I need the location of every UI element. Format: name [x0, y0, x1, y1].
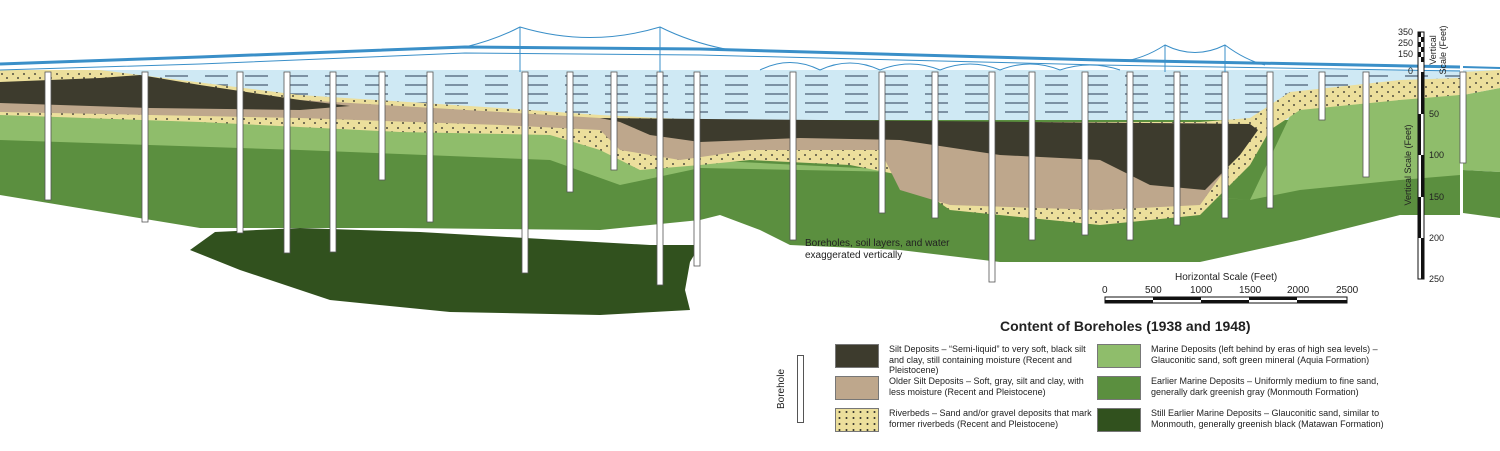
- vertical-scale-title: Vertical Scale (Feet): [1403, 124, 1413, 206]
- right-segment-sand: [1463, 70, 1500, 95]
- borehole: [566, 71, 574, 193]
- still-earlier-marine-swatch: [1097, 408, 1141, 432]
- bridge: [0, 26, 1500, 72]
- h-tick: 0: [1102, 285, 1108, 296]
- h-tick: 2000: [1287, 285, 1310, 296]
- vertical-scale-upper-title: Vertical Scale (Feet): [1428, 25, 1448, 75]
- borehole: [1081, 71, 1089, 236]
- borehole: [1266, 71, 1274, 209]
- borehole: [789, 71, 797, 241]
- right-segment-earlier-marine: [1463, 170, 1500, 218]
- legend-label: Still Earlier Marine Deposits – Glauconi…: [1151, 408, 1384, 429]
- h-tick: 500: [1145, 285, 1162, 296]
- legend-item-silt: Silt Deposits – “Semi-liquid” to very so…: [835, 344, 1094, 376]
- v-tick: 150: [1398, 49, 1414, 59]
- h-tick: 2500: [1336, 285, 1359, 296]
- v-tick: 0: [1408, 66, 1414, 76]
- v-tick: 250: [1429, 274, 1445, 284]
- still-earlier-marine-layer: [190, 228, 700, 315]
- borehole: [44, 71, 52, 201]
- v-tick: 50: [1429, 109, 1440, 119]
- borehole: [141, 71, 149, 223]
- borehole: [236, 71, 244, 234]
- earlier-marine-swatch: [1097, 376, 1141, 400]
- borehole: [1173, 71, 1181, 226]
- legend-item-earlier-marine: Earlier Marine Deposits – Uniformly medi…: [1097, 376, 1406, 400]
- silt-layer-left: [0, 75, 350, 110]
- silt-layer-middle: [600, 118, 1258, 190]
- borehole-swatch: [797, 355, 804, 423]
- legend-title: Content of Boreholes (1938 and 1948): [1000, 318, 1251, 334]
- borehole-label: Borehole: [776, 368, 788, 410]
- legend-item-riverbeds: Riverbeds – Sand and/or gravel deposits …: [835, 408, 1094, 432]
- borehole: [378, 71, 386, 181]
- legend-item-still-earlier-marine: Still Earlier Marine Deposits – Glauconi…: [1097, 408, 1406, 432]
- legend-label: Riverbeds – Sand and/or gravel deposits …: [889, 408, 1092, 429]
- borehole: [1028, 71, 1036, 241]
- v-tick: 250: [1398, 38, 1414, 48]
- riverbeds-swatch: [835, 408, 879, 432]
- borehole: [426, 71, 434, 223]
- borehole: [1362, 71, 1370, 178]
- borehole: [1318, 71, 1326, 121]
- borehole: [521, 71, 529, 274]
- older-silt-swatch: [835, 376, 879, 400]
- legend-item-older-silt: Older Silt Deposits – Soft, gray, silt a…: [835, 376, 1094, 400]
- borehole: [988, 71, 996, 283]
- marine-swatch: [1097, 344, 1141, 368]
- borehole: [931, 71, 939, 219]
- v-tick: 150: [1429, 192, 1445, 202]
- right-segment-marine: [1463, 88, 1500, 172]
- boreholes: [44, 71, 1467, 286]
- horizontal-scale-title: Horizontal Scale (Feet): [1175, 272, 1278, 283]
- borehole: [283, 71, 291, 254]
- legend-label: Silt Deposits – “Semi-liquid” to very so…: [889, 344, 1086, 375]
- borehole: [656, 71, 664, 286]
- borehole: [329, 71, 337, 253]
- h-tick: 1000: [1190, 285, 1213, 296]
- v-tick: 200: [1429, 233, 1445, 243]
- borehole: [610, 71, 618, 171]
- legend-label: Earlier Marine Deposits – Uniformly medi…: [1151, 376, 1379, 397]
- legend-label: Older Silt Deposits – Soft, gray, silt a…: [889, 376, 1084, 397]
- borehole: [1221, 71, 1229, 219]
- borehole: [878, 71, 886, 214]
- silt-swatch: [835, 344, 879, 368]
- h-tick: 1500: [1239, 285, 1262, 296]
- vertical-scale-bar: [1417, 31, 1425, 280]
- exaggeration-note: Boreholes, soil layers, and water exagge…: [805, 238, 950, 261]
- legend-item-marine: Marine Deposits (left behind by eras of …: [1097, 344, 1406, 368]
- horizontal-scale-bar: [1104, 296, 1348, 304]
- v-tick: 350: [1398, 27, 1414, 37]
- borehole: [1126, 71, 1134, 241]
- borehole: [1459, 71, 1467, 164]
- legend-label: Marine Deposits (left behind by eras of …: [1151, 344, 1378, 365]
- v-tick: 100: [1429, 150, 1445, 160]
- borehole: [693, 71, 701, 267]
